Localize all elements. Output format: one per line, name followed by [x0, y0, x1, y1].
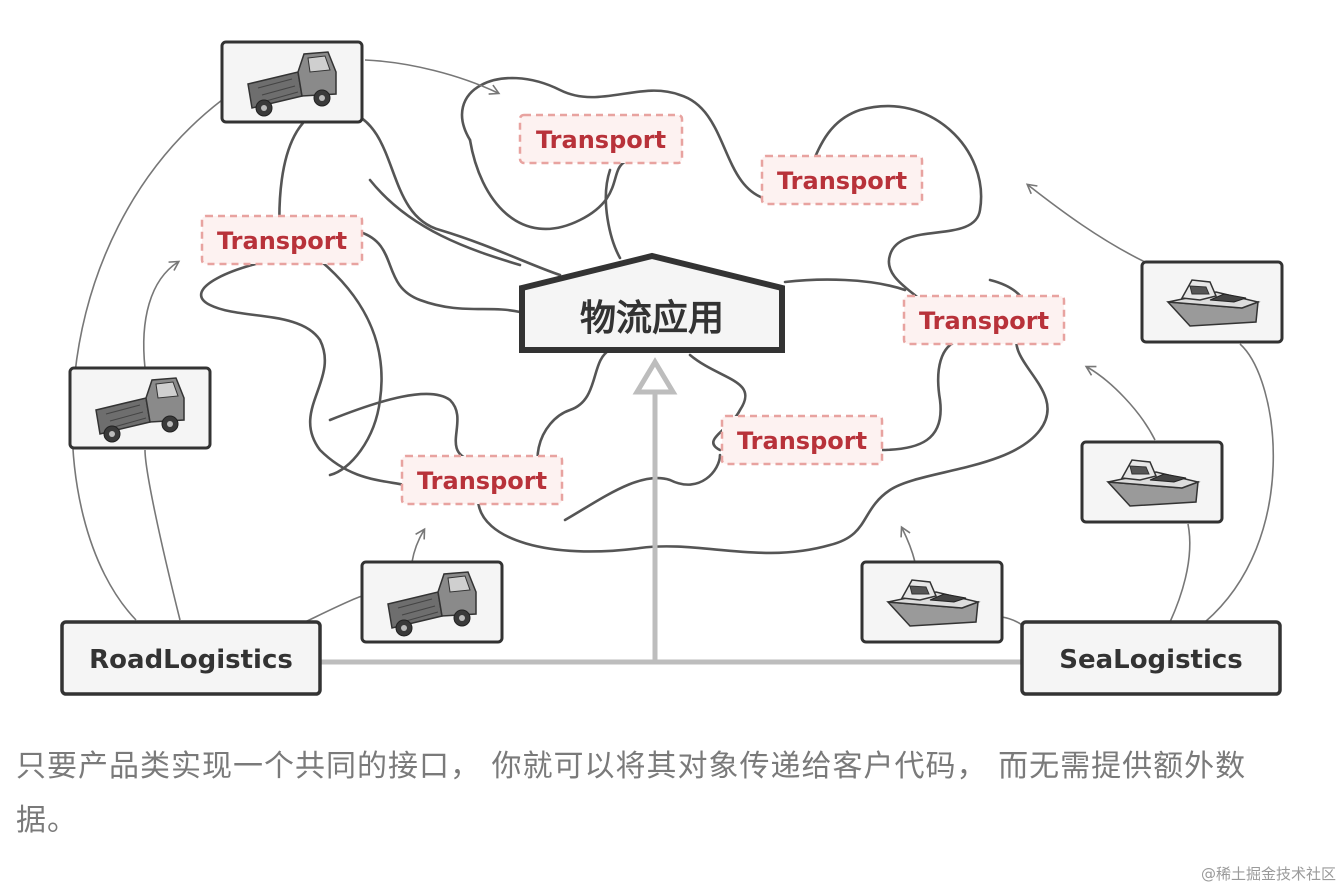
transport-label-1: Transport — [518, 113, 684, 165]
boat-box-3 — [860, 560, 1004, 644]
truck-boxes — [68, 40, 504, 644]
transport-text: Transport — [417, 467, 547, 495]
watermark: @稀土掘金技术社区 — [1200, 865, 1336, 883]
creation-arrows — [71, 59, 1275, 626]
transport-labels: Transport Transport Transport Transport … — [200, 113, 1066, 506]
caption-text: 只要产品类实现一个共同的接口， 你就可以将其对象传递给客户代码， 而无需提供额外… — [16, 749, 1247, 838]
sea-logistics-label: SeaLogistics — [1059, 645, 1243, 675]
road-logistics-node: RoadLogistics — [60, 620, 322, 696]
logistics-diagram: 物流应用 Transport Transport Transport Trans… — [60, 40, 1284, 696]
transport-text: Transport — [536, 126, 666, 154]
transport-label-6: Transport — [400, 454, 564, 506]
truck-box-1 — [220, 40, 364, 124]
transport-label-5: Transport — [720, 414, 884, 466]
transport-text: Transport — [919, 307, 1049, 335]
transport-label-4: Transport — [902, 294, 1066, 346]
road-logistics-label: RoadLogistics — [89, 645, 293, 675]
boat-box-1 — [1140, 260, 1284, 344]
sea-logistics-node: SeaLogistics — [1020, 620, 1282, 696]
app-node: 物流应用 — [519, 252, 785, 353]
transport-text: Transport — [217, 227, 347, 255]
transport-text: Transport — [777, 167, 907, 195]
truck-box-2 — [68, 366, 212, 450]
boat-boxes — [860, 260, 1284, 644]
inheritance-lines — [320, 357, 1022, 665]
boat-box-2 — [1080, 440, 1224, 524]
transport-label-3: Transport — [200, 214, 364, 266]
app-label: 物流应用 — [580, 298, 724, 339]
truck-box-3 — [360, 560, 504, 644]
transport-label-2: Transport — [760, 154, 924, 206]
transport-text: Transport — [737, 427, 867, 455]
